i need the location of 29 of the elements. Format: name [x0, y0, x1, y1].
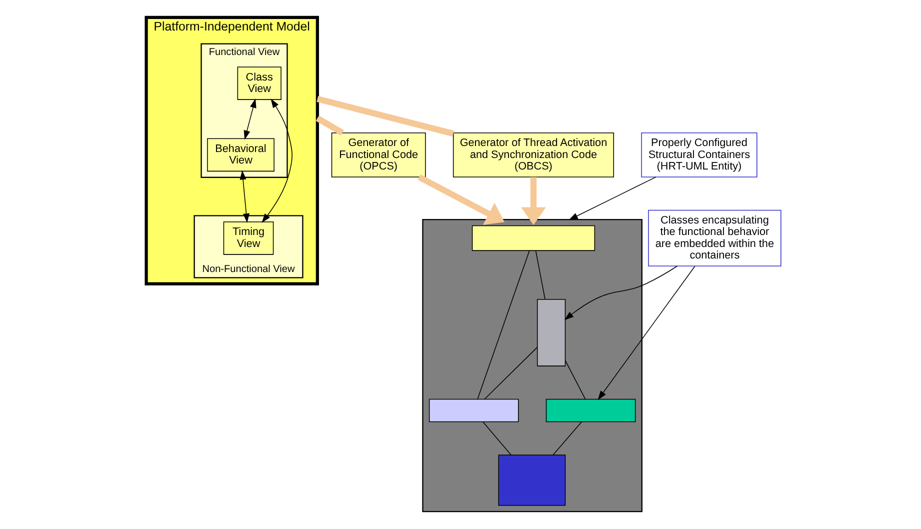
node-box [428, 398, 519, 422]
arrow [244, 98, 256, 140]
arrow [521, 177, 546, 225]
connector [482, 422, 512, 456]
arrow [240, 170, 250, 223]
node-box: Generator of Thread Activation and Synchronization Code (OBCS) [452, 132, 614, 178]
node-box: Classes encapsulating the functional behavior are embedded within the containers [648, 210, 782, 266]
node-box: Generator of Functional Code (OPCS) [331, 132, 426, 178]
cluster [422, 219, 642, 512]
connector [564, 360, 586, 400]
arrow [598, 266, 696, 400]
connector [316, 96, 454, 137]
node-box [472, 225, 596, 251]
connector [477, 250, 530, 400]
node-box: Properly Configured Structural Containers (HRT-UML Entity) [641, 132, 758, 178]
connector [535, 250, 546, 300]
node-box: Class View [237, 66, 282, 100]
connector [552, 422, 582, 456]
arrow [418, 174, 504, 225]
connector [484, 347, 538, 400]
arrow [262, 98, 292, 223]
node-box [536, 298, 566, 366]
node-box: Behavioral View [207, 138, 274, 172]
arrow [564, 266, 678, 320]
node-box [546, 398, 636, 422]
arrow [568, 176, 656, 220]
node-box [498, 454, 566, 506]
node-box: Timing View [223, 222, 274, 255]
connector [316, 116, 344, 136]
